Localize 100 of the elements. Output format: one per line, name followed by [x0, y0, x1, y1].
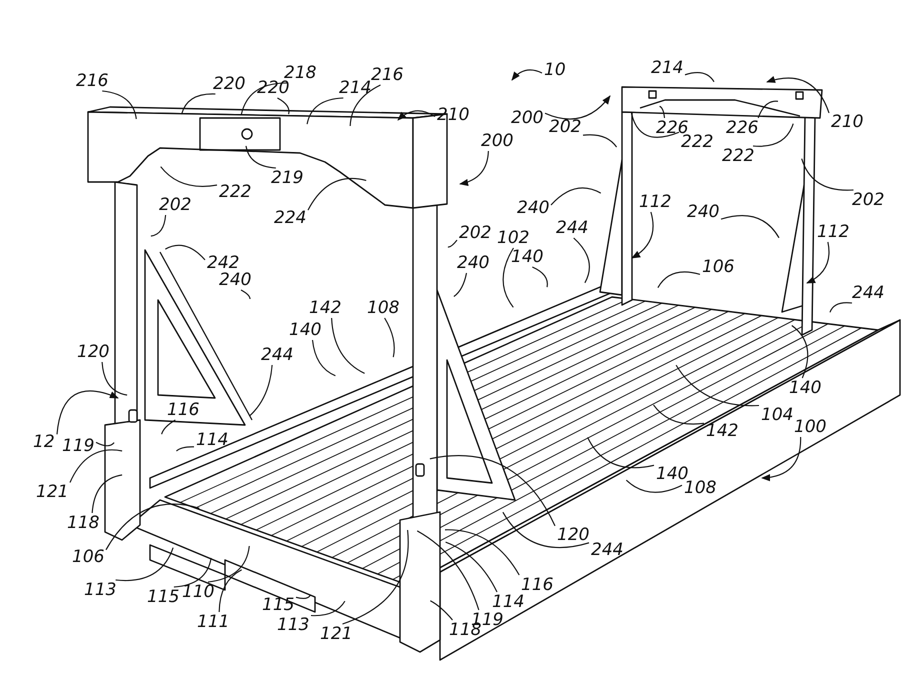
- leader-line: [416, 530, 480, 610]
- callout-number: 140: [288, 321, 322, 339]
- callout-number: 10: [543, 61, 567, 79]
- callout-number: 200: [510, 109, 544, 127]
- callout-number: 12: [32, 433, 56, 451]
- leader-line: [448, 240, 458, 248]
- leader-line: [106, 504, 200, 550]
- leader-line: [384, 318, 395, 358]
- leader-line: [830, 302, 852, 313]
- callout-number: 142: [308, 299, 342, 317]
- callout-number: 202: [851, 191, 886, 209]
- callout-number: 244: [590, 541, 624, 559]
- leader-line: [245, 146, 276, 169]
- callout-number: 244: [555, 219, 590, 237]
- leader-line: [720, 215, 780, 238]
- leader-line: [116, 548, 174, 582]
- leader-line: [342, 530, 409, 625]
- callout-number: 222: [218, 183, 252, 201]
- callout-number: 108: [683, 479, 718, 497]
- callout-number: 116: [520, 576, 554, 594]
- leader-line: [174, 558, 212, 588]
- leader-line: [296, 594, 311, 599]
- callout-number: 115: [261, 596, 296, 614]
- callout-number: 224: [273, 209, 308, 227]
- arrow: [511, 69, 542, 81]
- leader-line: [752, 124, 794, 147]
- leader-line: [659, 106, 666, 118]
- leader-line: [758, 100, 778, 118]
- leader-line: [791, 325, 808, 378]
- leader-line: [676, 364, 760, 406]
- callout-number: 100: [793, 418, 828, 436]
- callout-number: 216: [75, 72, 110, 90]
- callout-number: 120: [76, 343, 110, 361]
- leader-line: [161, 420, 176, 434]
- callout-number: 114: [491, 593, 526, 611]
- callout-number: 216: [370, 66, 404, 84]
- leader-line: [218, 569, 242, 612]
- callout-number: 114: [195, 431, 230, 449]
- leader-line: [657, 271, 700, 288]
- callout-number: 240: [686, 203, 720, 221]
- callout-number: 210: [830, 113, 864, 131]
- arrow: [631, 212, 654, 258]
- callout-number: 115: [146, 588, 180, 606]
- leader-line: [92, 474, 122, 514]
- callout-number: 220: [256, 79, 290, 97]
- leader-line: [801, 158, 854, 191]
- callout-number: 113: [83, 581, 118, 599]
- callout-number: 240: [456, 254, 490, 272]
- callout-number: 200: [480, 132, 514, 150]
- callout-number: 214: [338, 79, 372, 97]
- callout-number: 244: [851, 284, 886, 302]
- leader-line: [430, 600, 453, 620]
- leader-line: [454, 272, 468, 297]
- callout-number: 140: [510, 248, 544, 266]
- callout-number: 111: [196, 613, 230, 631]
- leader-line: [630, 112, 680, 138]
- callout-number: 110: [181, 583, 216, 601]
- leader-line: [160, 166, 218, 187]
- callout-number: 140: [788, 379, 822, 397]
- callout-number: 240: [218, 271, 252, 289]
- callout-number: 118: [66, 514, 100, 532]
- callout-number: 120: [556, 526, 590, 544]
- callout-number: 102: [496, 229, 530, 247]
- callout-number: 210: [436, 106, 470, 124]
- callout-number: 226: [725, 119, 760, 137]
- leader-line: [176, 446, 194, 452]
- callout-number: 113: [276, 616, 310, 634]
- callout-number: 202: [548, 118, 582, 136]
- leader-line: [181, 93, 216, 114]
- leader-line: [587, 437, 654, 468]
- callout-number: 121: [319, 625, 354, 643]
- arrow: [806, 242, 830, 284]
- leader-line: [102, 362, 128, 396]
- leader-line: [96, 442, 114, 446]
- callout-number: 240: [516, 199, 550, 217]
- callout-number: 220: [212, 75, 246, 93]
- leader-line: [445, 542, 498, 592]
- leader-line: [626, 480, 682, 493]
- leader-line: [582, 134, 618, 148]
- leader-line: [310, 600, 346, 616]
- arrow: [459, 150, 489, 186]
- callout-number: 106: [701, 258, 736, 276]
- arrow: [397, 110, 436, 121]
- leader-line: [573, 238, 590, 284]
- leader-line: [306, 97, 344, 124]
- leader-line: [308, 178, 366, 210]
- arrow: [766, 76, 830, 114]
- leader-line: [502, 248, 514, 308]
- callout-number: 116: [166, 401, 200, 419]
- leader-line: [502, 512, 590, 548]
- callout-number: 202: [458, 224, 492, 242]
- callout-number: 202: [158, 196, 192, 214]
- callout-number: 222: [680, 133, 714, 151]
- callout-number: 108: [366, 299, 400, 317]
- callout-number: 121: [35, 483, 70, 501]
- callout-number: 119: [61, 437, 96, 455]
- leader-line: [550, 187, 602, 206]
- leader-line: [331, 318, 365, 374]
- leader-line: [532, 266, 548, 288]
- arrow: [56, 390, 119, 434]
